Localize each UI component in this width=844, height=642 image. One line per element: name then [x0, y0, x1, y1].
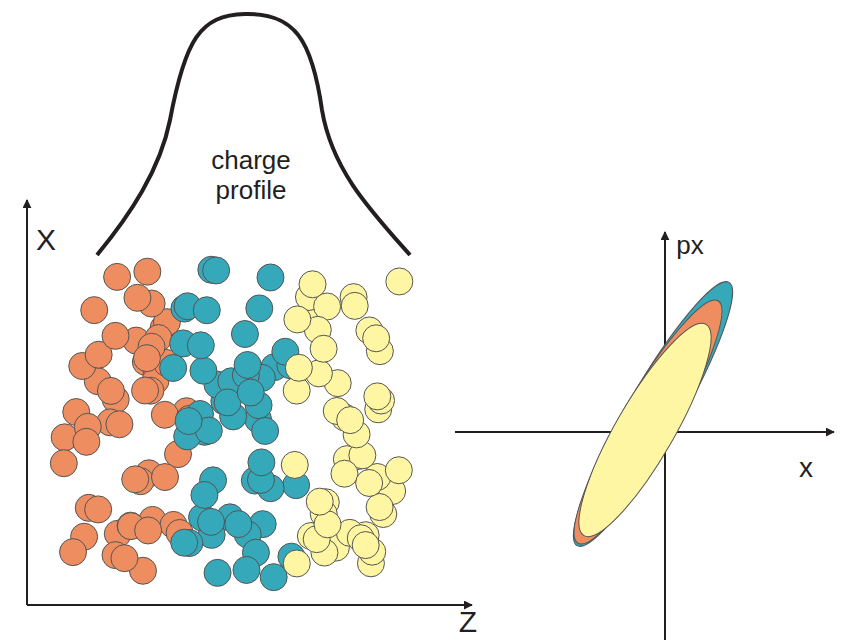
- particle: [187, 332, 214, 359]
- particle: [246, 295, 273, 322]
- particle: [203, 257, 230, 284]
- axis-label: Z: [459, 605, 477, 640]
- particle: [134, 258, 161, 285]
- charge-profile-curve: [97, 14, 410, 255]
- particle: [198, 508, 225, 535]
- particle: [310, 335, 337, 362]
- particle: [124, 284, 151, 311]
- particle: [204, 559, 231, 586]
- particle: [160, 354, 187, 381]
- particle: [193, 297, 220, 324]
- particle: [385, 457, 412, 484]
- particle: [151, 401, 178, 428]
- particle: [306, 488, 333, 515]
- particle: [133, 345, 160, 372]
- particle: [132, 377, 159, 404]
- particle: [151, 464, 178, 491]
- curve-label: charge profile: [186, 146, 316, 206]
- particle: [331, 460, 358, 487]
- particle: [135, 517, 162, 544]
- particle: [106, 411, 133, 438]
- particle: [284, 306, 311, 333]
- ellipse-middle-slice: [554, 269, 753, 559]
- particle: [50, 450, 77, 477]
- particle: [283, 550, 310, 577]
- particle: [122, 466, 149, 493]
- x-axis-vertical: [26, 200, 28, 605]
- particle: [102, 322, 129, 349]
- particle: [191, 481, 218, 508]
- particle: [363, 325, 390, 352]
- particle: [356, 469, 383, 496]
- axis-label: x: [799, 452, 813, 484]
- particle: [364, 383, 391, 410]
- particle: [175, 408, 202, 435]
- particle: [337, 407, 364, 434]
- particle: [73, 428, 100, 455]
- particle: [104, 263, 131, 290]
- phase-space-ellipses: [554, 269, 753, 559]
- particle: [341, 292, 368, 319]
- particle-bunch: [50, 256, 413, 590]
- particle: [225, 511, 252, 538]
- particle: [97, 377, 124, 404]
- particle: [85, 496, 112, 523]
- particle: [285, 354, 312, 381]
- particle: [237, 379, 264, 406]
- particle: [111, 545, 138, 572]
- particle: [81, 297, 108, 324]
- particle: [171, 529, 198, 556]
- particle: [257, 264, 284, 291]
- particle: [366, 494, 393, 521]
- particle: [190, 357, 217, 384]
- particle: [386, 268, 413, 295]
- particle: [352, 532, 379, 559]
- z-axis: [27, 604, 472, 606]
- particle: [231, 321, 258, 348]
- particle: [281, 451, 308, 478]
- particle: [252, 417, 279, 444]
- particle: [60, 539, 87, 566]
- particle: [234, 351, 261, 378]
- axis-label: px: [676, 231, 703, 261]
- ellipse-head-slice: [555, 287, 742, 556]
- particle: [233, 556, 260, 583]
- particle: [248, 449, 275, 476]
- axis-label: X: [36, 223, 56, 258]
- ellipse-tail-slice: [559, 310, 731, 550]
